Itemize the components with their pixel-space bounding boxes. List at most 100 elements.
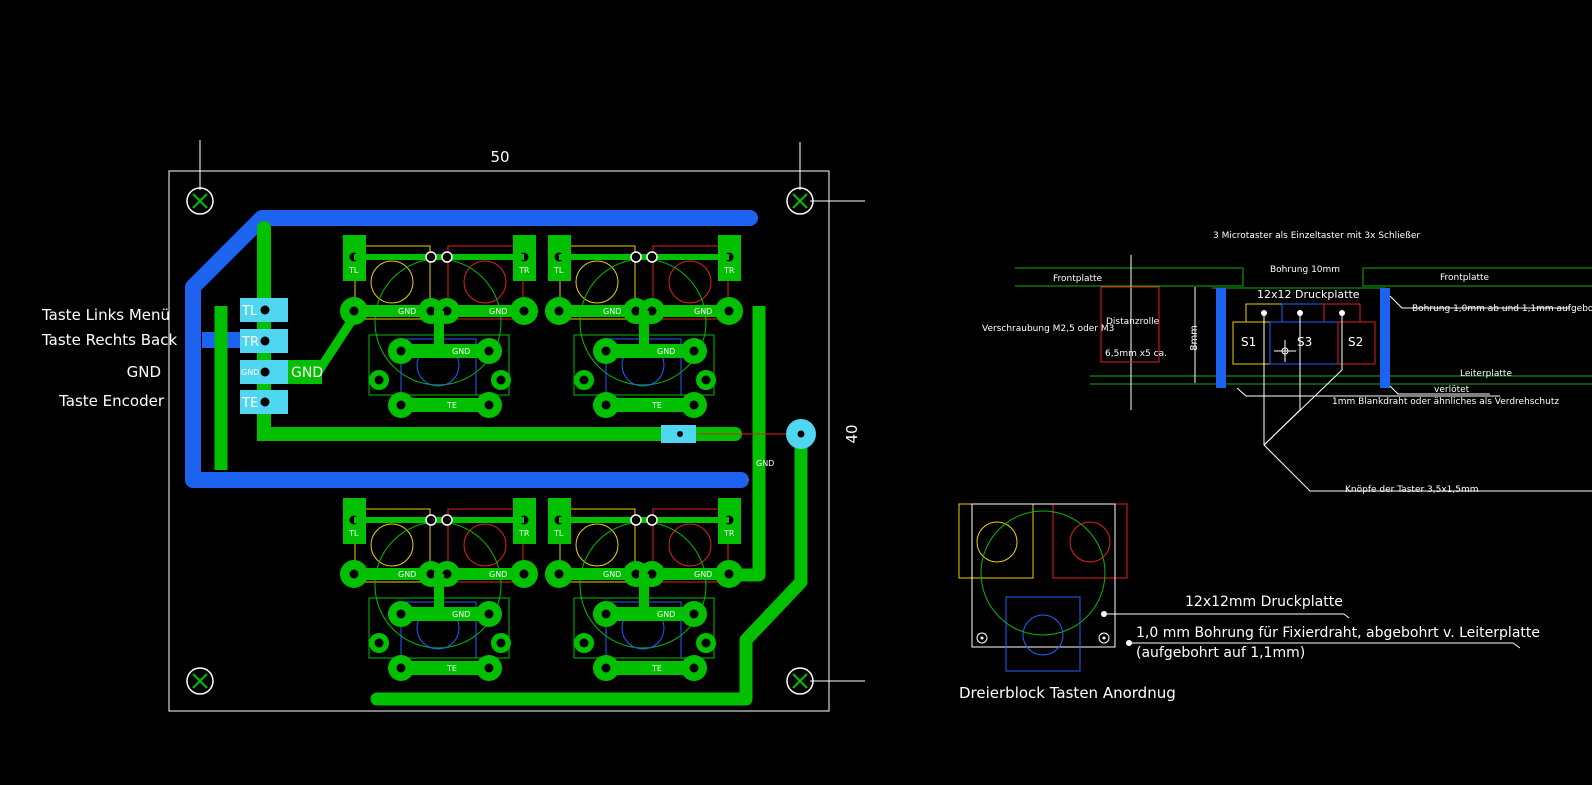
pad-label-gnd: GND (452, 347, 470, 356)
red-switch-outline (652, 245, 729, 320)
connector-label-taste-rechts: Taste Rechts Back (41, 331, 177, 349)
yellow-switch-outline (354, 508, 431, 583)
leiterplatte-label: Leiterplatte (1460, 369, 1512, 379)
blue-switch-square (1005, 596, 1081, 672)
frontplatte-right-outline (1362, 267, 1592, 287)
pad-label-gnd: GND (398, 307, 416, 316)
bohrung-label: Bohrung 10mm (1270, 265, 1340, 275)
height-label: 8mm (1189, 325, 1200, 351)
pad-label-tr: TR (518, 266, 530, 275)
switch-s2-label: S2 (1348, 335, 1363, 349)
blue-switch-cap (1022, 614, 1064, 656)
druckplatte-square (971, 503, 1116, 648)
distanzrolle-label: Distanzrolle (1106, 317, 1160, 327)
connector-pad-label: TR (241, 335, 259, 350)
connector-block: TL TR GND TE GND (240, 298, 323, 414)
druckplatte-label: 12x12 Druckplatte (1257, 288, 1360, 301)
block-druckplatte-label: 12x12mm Druckplatte (1185, 594, 1343, 610)
switch-footprints: TL TR GND GND GND TE TL TR GND GND GND TE TL TR GND GND… (340, 235, 743, 681)
blue-post-left (1216, 288, 1226, 388)
pad-label-gnd: GND (452, 610, 470, 619)
pad-label-gnd: GND (489, 307, 507, 316)
pad-label-tr: TR (723, 266, 735, 275)
bohrung-note-label: Bohrung 1,0mm ab und 1,1mm aufgebohrt (1412, 304, 1592, 314)
distanz-size-label: 6,5mm x5 ca. (1105, 349, 1167, 359)
distanzrolle-box (1100, 286, 1160, 363)
crosshair-icon (1274, 340, 1296, 362)
knoepfe-label: Knöpfe der Taster 3,5x1,5mm (1345, 485, 1479, 495)
red-switch-cap (1069, 521, 1111, 563)
connector-label-gnd: GND (127, 363, 161, 381)
blue-trace-top (185, 210, 758, 488)
blankdraht-label: 1mm Blankdraht oder ähnliches als Verdre… (1332, 397, 1559, 407)
green-trace-gnd-diagonal (313, 315, 357, 377)
pad-label-tr: TR (723, 529, 735, 538)
red-switch-outline (447, 508, 524, 583)
pad-label-tl: TL (553, 266, 564, 275)
mounting-hole-icon (786, 667, 814, 695)
pad-label-tl: TL (348, 266, 359, 275)
dimension-width-label: 50 (490, 148, 509, 166)
switch-s3-label: S3 (1297, 335, 1312, 349)
verschraubung-label: Verschraubung M2,5 oder M3 (982, 324, 1114, 334)
pad-label-gnd: GND (489, 570, 507, 579)
frontplatte-left-outline (1015, 267, 1244, 287)
block-caption: Dreierblock Tasten Anordnug (959, 684, 1176, 702)
pad-label-te: TE (446, 664, 457, 673)
section-view: 3 Microtaster als Einzeltaster mit 3x Sc… (982, 231, 1592, 495)
connector-pad-label: TL (241, 304, 258, 319)
connector-label-taste-links: Taste Links Menü (41, 306, 170, 324)
pad-label-tl: TL (348, 529, 359, 538)
pad-label-gnd: GND (694, 307, 712, 316)
section-title: 3 Microtaster als Einzeltaster mit 3x Sc… (1213, 231, 1420, 241)
pad-label-te: TE (446, 401, 457, 410)
switch-s1-label: S1 (1241, 335, 1256, 349)
pad-label-gnd: GND (657, 610, 675, 619)
yellow-switch-outline (354, 245, 431, 320)
yellow-switch-outline (559, 508, 636, 583)
connector-label-taste-encoder: Taste Encoder (58, 392, 165, 410)
switch-footprint: TL TR GND GND GND TE (545, 498, 743, 681)
gnd-pad-label: GND (291, 365, 323, 381)
switch-footprint: TL TR GND GND GND TE (340, 235, 538, 418)
connector-pad-label: TE (241, 396, 258, 411)
connector-pad-label: GND (241, 368, 259, 377)
druckplatte-circle (980, 510, 1106, 636)
gnd-pad-extension (288, 360, 322, 384)
pad-label-te: TE (651, 664, 662, 673)
switch-footprint: TL TR GND GND GND TE (545, 235, 743, 418)
mounting-hole-icon (786, 187, 814, 215)
fix-hole-icon (1098, 632, 1110, 644)
pad-label-tr: TR (518, 529, 530, 538)
verloetet-label: verlötet (1434, 385, 1470, 395)
blue-post-right (1380, 288, 1390, 388)
switch-footprint: TL TR GND GND GND TE (340, 498, 538, 681)
mounting-hole-icon (186, 187, 214, 215)
pad-label-gnd: GND (657, 347, 675, 356)
trace-gnd-label: GND (756, 459, 774, 468)
frontplatte-right-label: Frontplatte (1440, 273, 1490, 283)
pad-label-gnd: GND (694, 570, 712, 579)
mounting-hole-icon (186, 667, 214, 695)
switch-s2-box (1337, 321, 1376, 365)
pad-label-gnd: GND (603, 570, 621, 579)
green-trace-bottom (370, 427, 808, 706)
pad-label-gnd: GND (603, 307, 621, 316)
pad-label-te: TE (651, 401, 662, 410)
pad-label-gnd: GND (398, 570, 416, 579)
pcb-board: 50 40 GND (41, 140, 865, 712)
fix-hole-icon (976, 632, 988, 644)
yellow-switch-cap (976, 521, 1018, 563)
red-switch-outline (447, 245, 524, 320)
green-trace-left (257, 221, 742, 441)
yellow-switch-outline (559, 245, 636, 320)
pad-label-tl: TL (553, 529, 564, 538)
block-bohrung-sub-label: (aufgebohrt auf 1,1mm) (1136, 645, 1305, 661)
dreierblock-view: 12x12mm Druckplatte 1,0 mm Bohrung für F… (958, 503, 1540, 702)
green-trace-right-side (740, 306, 766, 582)
frontplatte-left-label: Frontplatte (1053, 274, 1103, 284)
block-bohrung-label: 1,0 mm Bohrung für Fixierdraht, abgebohr… (1136, 625, 1540, 641)
red-switch-outline (652, 508, 729, 583)
board-outline (168, 170, 830, 712)
